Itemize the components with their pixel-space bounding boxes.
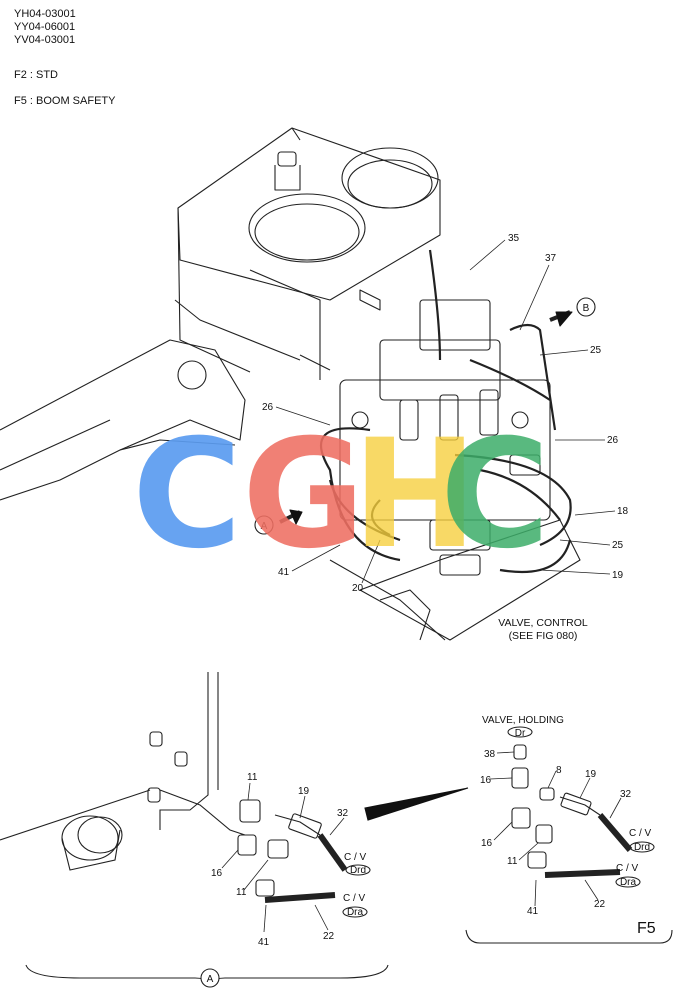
detail-a-callout-11-top: 11: [247, 772, 258, 783]
view-marker-b: B: [583, 303, 590, 314]
detail-a-callout-19: 19: [298, 786, 310, 797]
f5-callout-16-top: 16: [480, 775, 492, 786]
model-code-3: YV04-03001: [14, 34, 76, 46]
watermark-letter-4: C: [440, 408, 551, 582]
boom-bracket: [0, 339, 246, 501]
f5-callout-11: 11: [507, 856, 518, 867]
variant-f2: F2 : STD: [14, 69, 59, 81]
f5-callout-16-bottom: 16: [481, 838, 493, 849]
detail-a-callout-22: 22: [323, 931, 335, 942]
f5-port-drd: Drd: [634, 842, 650, 853]
detail-a-port-dra: Dra: [347, 907, 364, 918]
f5-callout-8: 8: [556, 765, 562, 776]
control-valve-note-line2: (SEE FIG 080): [508, 630, 578, 642]
f5-title-port: Dr: [515, 728, 526, 739]
detail-a-marker: A: [207, 974, 214, 985]
f5-cv-label-1: C / V: [629, 828, 652, 839]
watermark-letter-2: G: [242, 408, 366, 582]
callout-20: 20: [352, 583, 364, 594]
detail-a-callout-16: 16: [211, 868, 223, 879]
callout-19: 19: [612, 570, 624, 581]
watermark-letter-1: C: [132, 408, 243, 582]
detail-a-cv-label-1: C / V: [344, 852, 367, 863]
variant-f5: F5 : BOOM SAFETY: [14, 95, 116, 107]
f5-callout-41: 41: [527, 906, 539, 917]
leader-lines: [275, 239, 616, 584]
callout-26-right: 26: [607, 435, 619, 446]
callout-35: 35: [508, 233, 520, 244]
model-code-2: YY04-06001: [14, 21, 76, 33]
f5-callout-32: 32: [620, 789, 632, 800]
detail-a-cv-label-2: C / V: [343, 893, 366, 904]
callout-18: 18: [617, 506, 629, 517]
detail-f5-view: [465, 726, 673, 944]
f5-cv-label-2: C / V: [616, 863, 639, 874]
callout-25-upper: 25: [590, 345, 602, 356]
detail-a-port-drd: Drd: [350, 865, 366, 876]
f5-variant-tag: F5: [637, 920, 656, 937]
f5-callout-19: 19: [585, 769, 597, 780]
callout-25-lower: 25: [612, 540, 624, 551]
hoses: [319, 249, 572, 574]
f5-callout-38: 38: [484, 749, 496, 760]
control-valve-note-line1: VALVE, CONTROL: [498, 617, 588, 629]
f5-title: VALVE, HOLDING: [482, 715, 564, 726]
detail-a-callout-11-bottom: 11: [236, 887, 247, 898]
callout-26-left: 26: [262, 402, 274, 413]
detail-a-callout-32: 32: [337, 808, 349, 819]
f5-port-dra: Dra: [620, 877, 637, 888]
callout-37: 37: [545, 253, 557, 264]
callout-41: 41: [278, 567, 290, 578]
view-marker-a: A: [261, 521, 268, 532]
detail-a-view: [0, 672, 469, 988]
watermark-letter-3: H: [352, 408, 478, 582]
tank-body: [174, 127, 441, 380]
detail-a-callout-41: 41: [258, 937, 270, 948]
model-code-1: YH04-03001: [14, 8, 76, 20]
f5-callout-22: 22: [594, 899, 606, 910]
